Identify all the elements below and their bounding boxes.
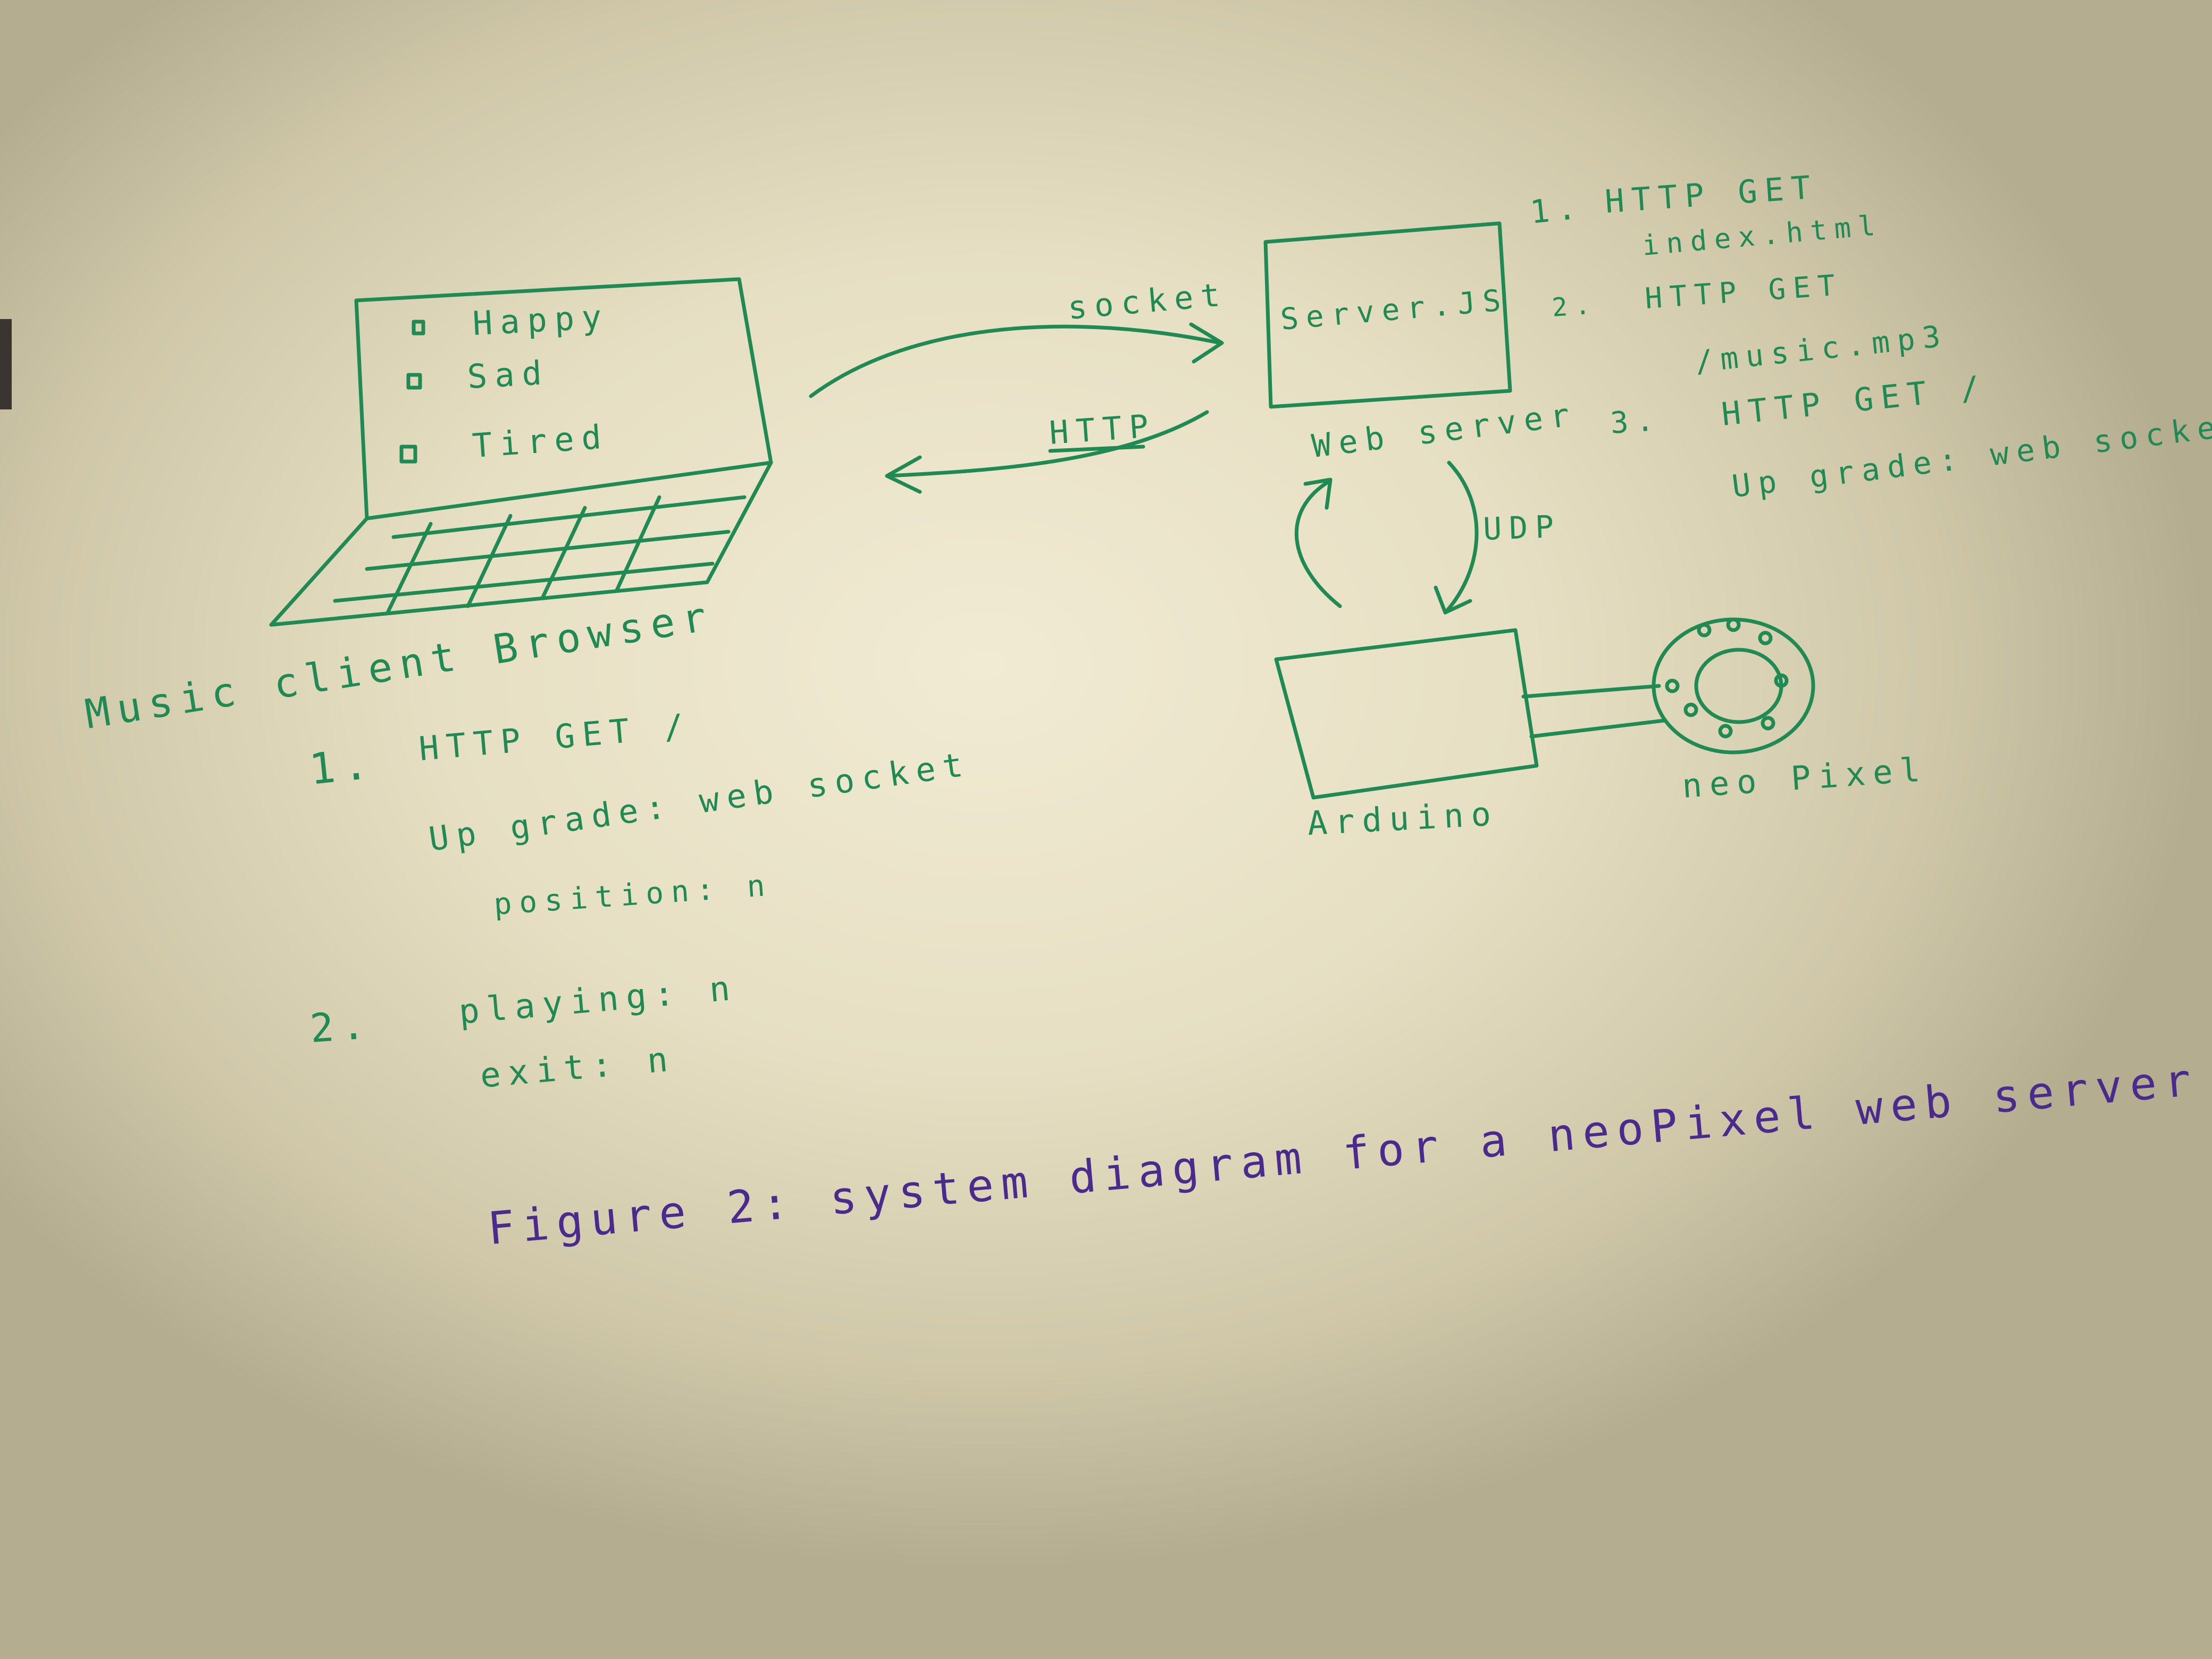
server-step1-line2: index.html: [1641, 210, 1884, 262]
server-steps: 1. HTTP GET index.html 2. HTTP GET /musi…: [1528, 169, 2212, 505]
http-arrowhead: [885, 455, 922, 494]
http-arrow: [886, 410, 1209, 478]
hardware: Arduino neo Pixel: [1274, 617, 1929, 843]
socket-arrow: [809, 324, 1222, 398]
laptop-sketch: Happy Sad Tired Music client Browser: [82, 277, 773, 738]
wire-top: [1521, 684, 1661, 699]
client-steps: 1. HTTP GET / Up grade: web socket posit…: [307, 706, 972, 1095]
server-step3-number: 3.: [1609, 403, 1662, 440]
checkbox-tired: [399, 445, 417, 464]
server-step3-line1: HTTP GET /: [1720, 368, 1989, 433]
laptop-keyboard-base: [269, 460, 773, 627]
server-block: Server.JS Web server: [1263, 221, 1579, 465]
wire-bottom: [1529, 718, 1666, 739]
figure-caption: Figure 2: system diagram for a neoPixel …: [485, 1053, 2200, 1255]
socket-arrowhead: [1189, 322, 1224, 364]
udp-up-arrow: [1294, 479, 1342, 608]
checkbox-happy: [412, 320, 425, 336]
client-step2-line2: exit: n: [479, 1040, 677, 1096]
server-box-label: Server.JS: [1279, 283, 1510, 337]
client-server-arrows: socket HTTP: [809, 276, 1229, 494]
server-step1-number: 1.: [1528, 189, 1585, 231]
arduino-box: [1274, 628, 1539, 800]
server-step2-number: 2.: [1551, 290, 1598, 323]
client-step1-line2: Up grade: web socket: [426, 744, 973, 859]
server-box: [1263, 221, 1512, 409]
option-happy: Happy: [472, 297, 610, 343]
udp-arrows: UDP: [1294, 460, 1562, 615]
udp-down-arrow: [1444, 460, 1479, 614]
server-step1-line1: HTTP GET: [1604, 169, 1819, 221]
http-label: HTTP: [1048, 407, 1157, 452]
neopixel-leds: [1665, 617, 1789, 739]
udp-label: UDP: [1482, 508, 1562, 547]
client-step1-number: 1.: [307, 738, 378, 794]
udp-down-arrowhead: [1434, 585, 1472, 615]
neopixel-inner-ring: [1694, 648, 1783, 724]
option-sad: Sad: [466, 353, 550, 396]
arduino-label: Arduino: [1306, 794, 1499, 843]
server-step2-line1: HTTP GET: [1644, 268, 1844, 315]
client-step2-number: 2.: [308, 1002, 374, 1052]
http-label-underline: [1048, 445, 1145, 453]
socket-label: socket: [1066, 276, 1229, 327]
server-step2-line2: /music.mp3: [1694, 319, 1949, 380]
client-step1-line1: HTTP GET /: [417, 706, 693, 768]
client-step1-line3: position: n: [492, 868, 773, 922]
table-edge-shadow: [0, 319, 12, 409]
neopixel-label: neo Pixel: [1681, 750, 1929, 806]
server-caption: Web server: [1310, 396, 1579, 465]
client-step2-line1: playing: n: [457, 968, 739, 1032]
option-tired: Tired: [471, 417, 610, 465]
checkbox-sad: [406, 373, 422, 390]
udp-up-arrowhead: [1303, 477, 1333, 510]
keyboard-grid: [333, 495, 747, 614]
